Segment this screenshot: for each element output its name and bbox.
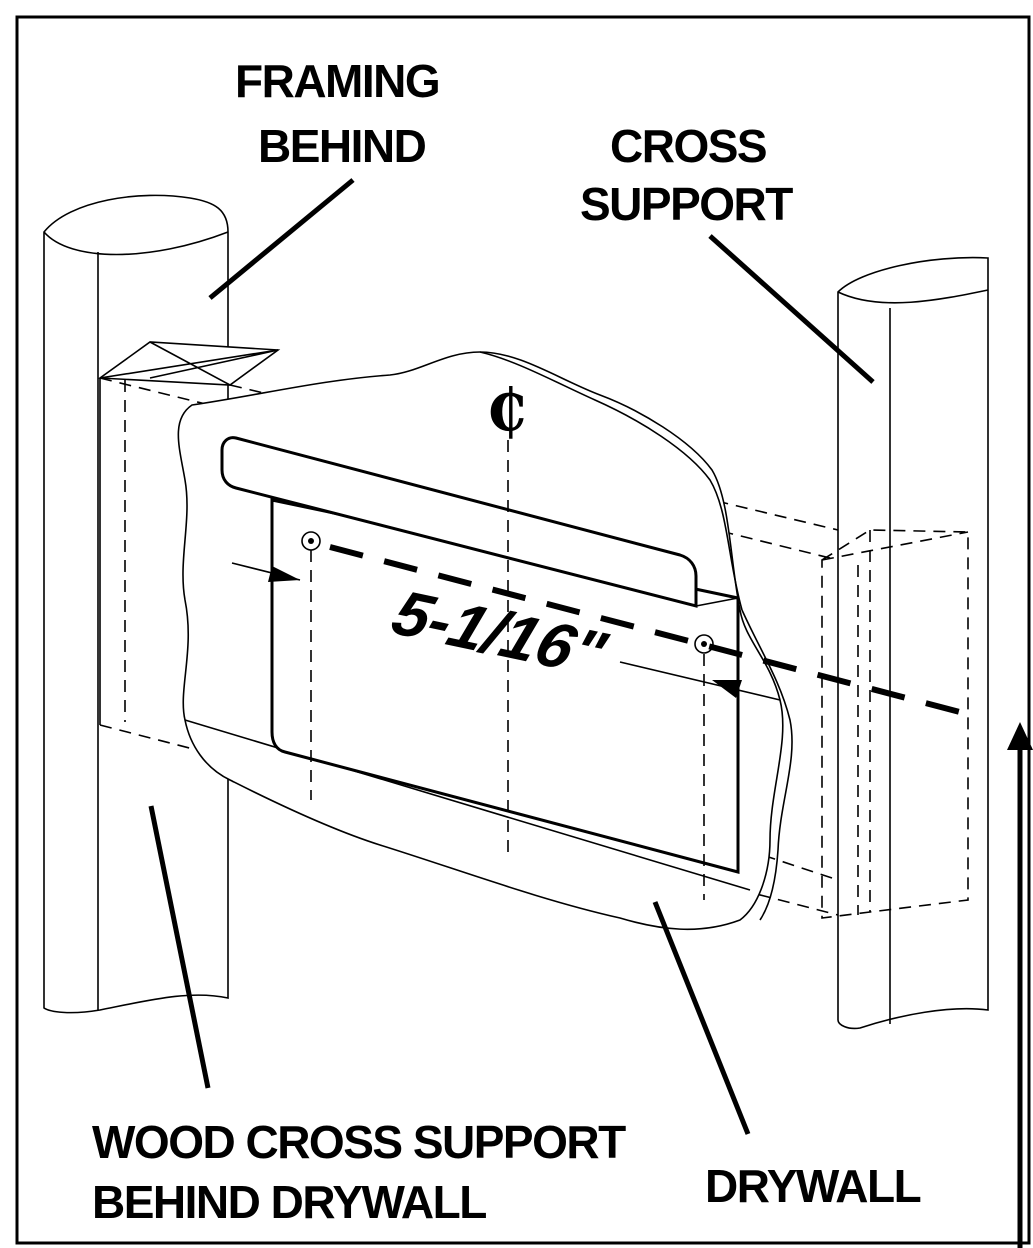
label-wood-cross-support-2: BEHIND DRYWALL (92, 1176, 486, 1228)
centerline-symbol: ₵ (486, 376, 526, 444)
leader-drywall (652, 901, 751, 1135)
label-framing-behind-1: FRAMING (235, 55, 439, 107)
leader-wood-cross-support (148, 805, 211, 1089)
label-cross-support-1: CROSS (610, 120, 766, 172)
label-cross-support-2: SUPPORT (580, 178, 793, 230)
label-framing-behind-2: BEHIND (258, 120, 426, 172)
leader-framing-behind (208, 178, 355, 300)
dimension-line (231, 562, 781, 701)
right-stud (837, 256, 989, 1030)
label-drywall: DRYWALL (705, 1160, 921, 1212)
leader-cross-support (708, 234, 875, 384)
mounting-bracket (220, 436, 740, 874)
height-arrow (1007, 722, 1033, 1248)
label-wood-cross-support-1: WOOD CROSS SUPPORT (92, 1116, 626, 1168)
